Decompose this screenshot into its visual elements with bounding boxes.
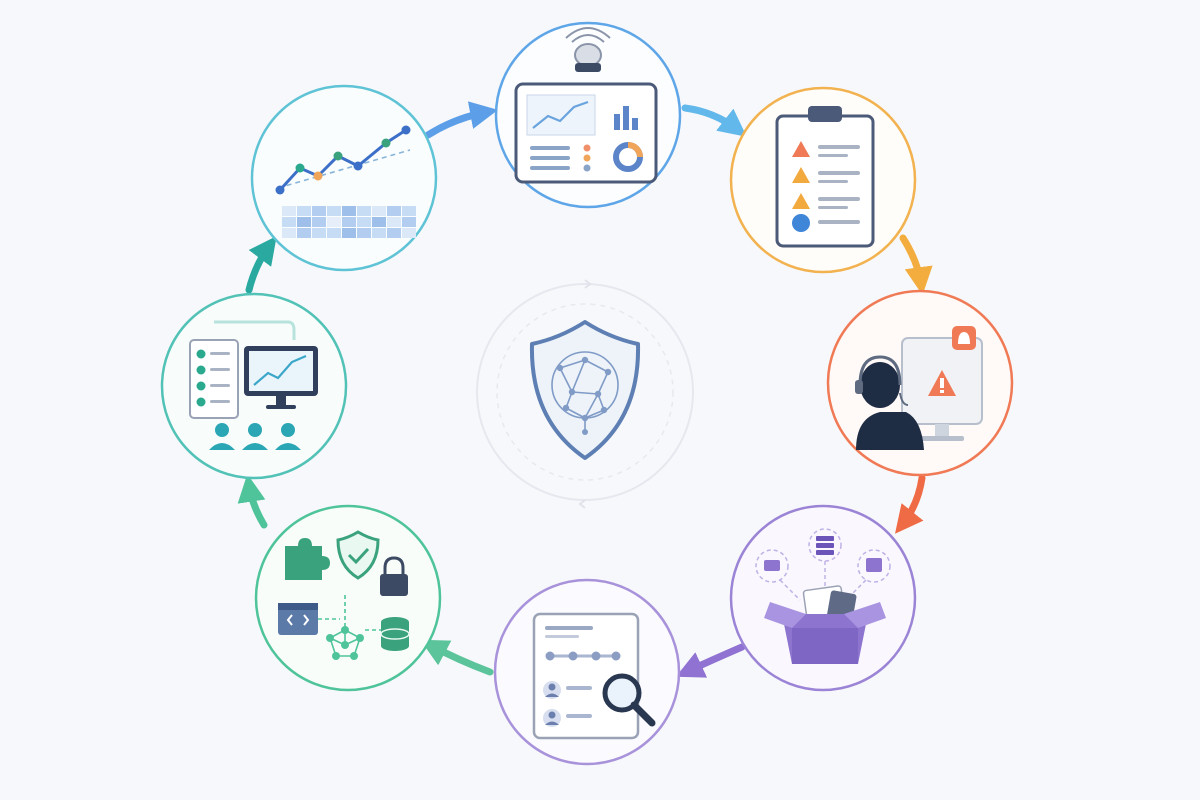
ai-shield-icon bbox=[529, 320, 641, 460]
heatmap-cell bbox=[282, 228, 296, 238]
arrow-investigate-to-harden bbox=[420, 639, 494, 676]
heatmap-cell bbox=[312, 228, 326, 238]
node-triage[interactable] bbox=[729, 86, 917, 274]
center-hub bbox=[476, 279, 694, 509]
heatmap-grid bbox=[282, 206, 416, 238]
arrow-contain-to-investigate bbox=[675, 643, 746, 678]
heatmap-cell bbox=[387, 217, 401, 227]
security-integration-icon bbox=[278, 530, 410, 660]
heatmap-cell bbox=[402, 228, 416, 238]
heatmap-cell bbox=[402, 217, 416, 227]
heatmap-cell bbox=[297, 228, 311, 238]
heatmap-cell bbox=[342, 206, 356, 216]
cycle-arrows bbox=[237, 101, 933, 678]
heatmap-cell bbox=[387, 228, 401, 238]
heatmap-cell bbox=[282, 206, 296, 216]
node-analyze[interactable] bbox=[250, 84, 438, 272]
node-train[interactable] bbox=[160, 292, 348, 480]
heatmap-cell bbox=[357, 217, 371, 227]
investigation-report-icon bbox=[532, 612, 656, 740]
arrow-triage-to-respond bbox=[899, 234, 933, 296]
heatmap-cell bbox=[402, 206, 416, 216]
heatmap-cell bbox=[327, 228, 341, 238]
arrow-analyze-to-monitor bbox=[424, 101, 499, 139]
heatmap-cell bbox=[312, 217, 326, 227]
evidence-box-icon bbox=[755, 528, 891, 664]
training-team-icon bbox=[189, 320, 318, 450]
monitoring-dashboard-icon bbox=[514, 27, 658, 184]
trend-analysis-icon bbox=[275, 125, 416, 238]
node-investigate[interactable] bbox=[493, 578, 681, 766]
heatmap-cell bbox=[327, 206, 341, 216]
heatmap-cell bbox=[372, 206, 386, 216]
alert-checklist-clipboard-icon bbox=[775, 106, 875, 248]
heatmap-cell bbox=[357, 228, 371, 238]
node-respond[interactable] bbox=[826, 289, 1014, 477]
arrow-train-to-analyze bbox=[245, 236, 277, 294]
heatmap-cell bbox=[312, 206, 326, 216]
arrow-monitor-to-triage bbox=[681, 104, 747, 137]
node-contain[interactable] bbox=[729, 504, 917, 692]
arrow-respond-to-contain bbox=[895, 474, 926, 534]
heatmap-cell bbox=[357, 206, 371, 216]
arrow-harden-to-train bbox=[237, 473, 268, 529]
heatmap-cell bbox=[372, 228, 386, 238]
node-harden[interactable] bbox=[254, 504, 442, 692]
analyst-alert-icon bbox=[855, 326, 983, 450]
heatmap-cell bbox=[297, 206, 311, 216]
node-monitor[interactable] bbox=[494, 21, 682, 209]
heatmap-cell bbox=[342, 228, 356, 238]
heatmap-cell bbox=[387, 206, 401, 216]
heatmap-cell bbox=[297, 217, 311, 227]
heatmap-cell bbox=[282, 217, 296, 227]
heatmap-cell bbox=[327, 217, 341, 227]
heatmap-cell bbox=[342, 217, 356, 227]
heatmap-cell bbox=[372, 217, 386, 227]
